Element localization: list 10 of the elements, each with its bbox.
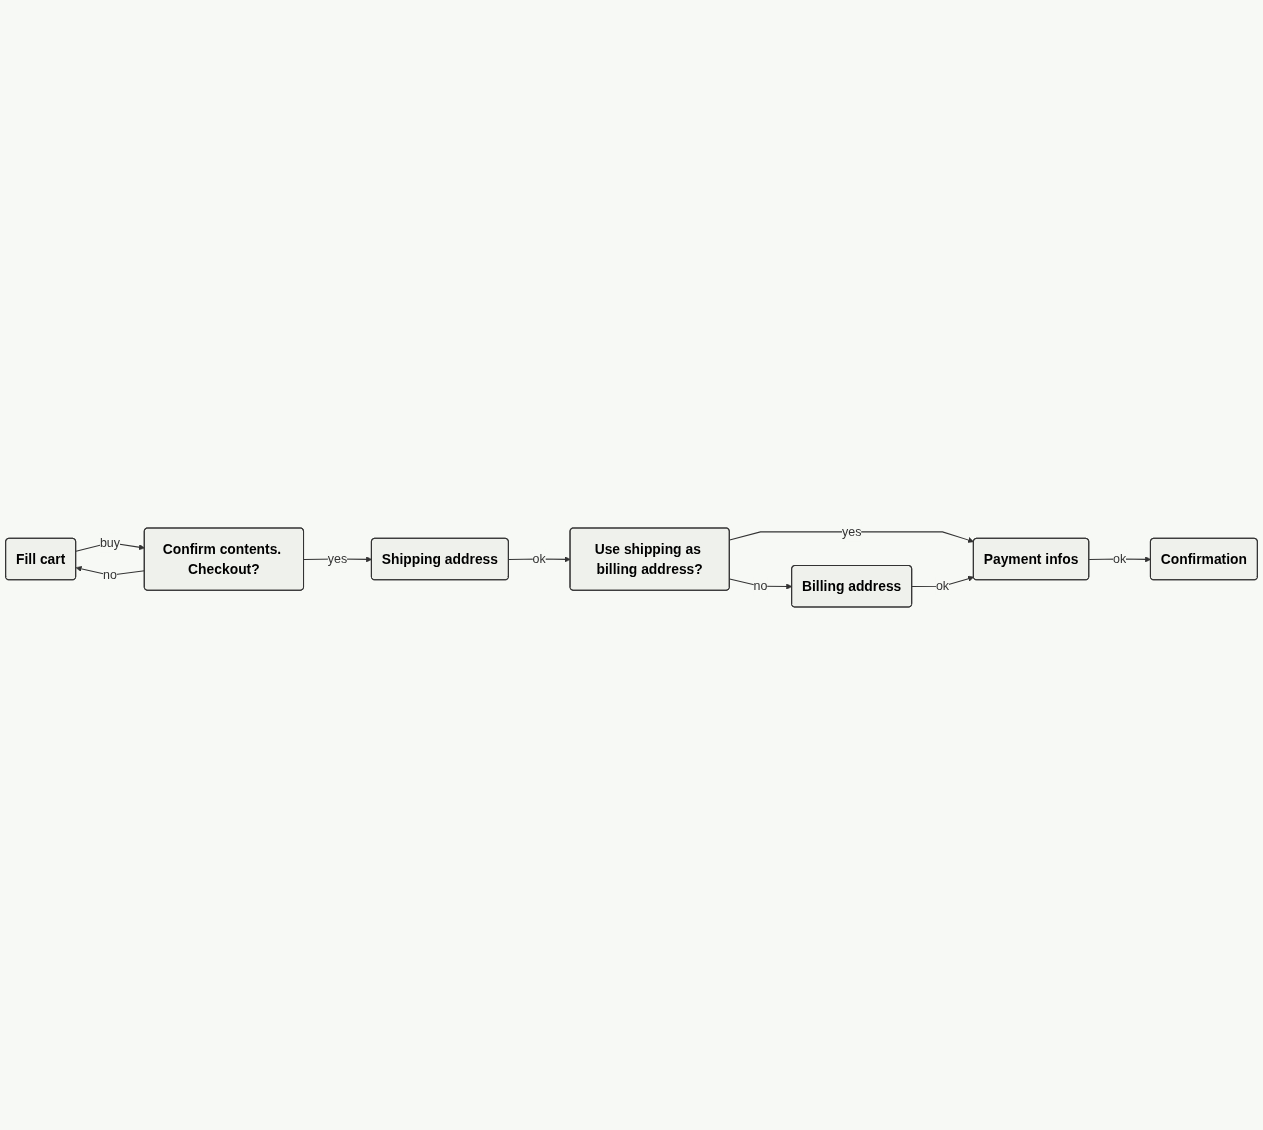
arrow [508,556,571,563]
edge-label: yes [327,552,348,566]
arrow [729,531,974,544]
edge-label: ok [1113,552,1127,566]
edge-label: no [753,579,768,594]
edge-label: yes [841,524,862,539]
edge-label: ok [935,579,950,594]
edge-label: ok [532,552,546,566]
edge-label: no [103,568,117,583]
edge-label: buy [99,535,121,550]
